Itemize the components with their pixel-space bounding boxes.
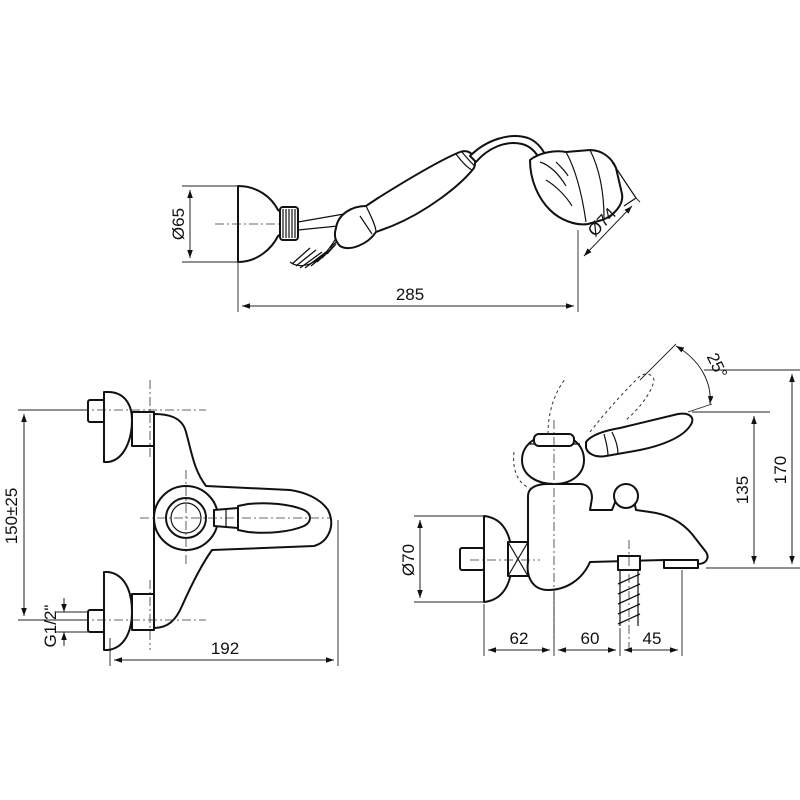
side-body <box>526 483 709 591</box>
inlet-centers-label: 150±25 <box>2 488 21 545</box>
hand-shower-view: Ø65 Ø74 285 <box>169 135 641 312</box>
inlet-thread-label: G1/2" <box>41 605 60 648</box>
side-inlet-stub <box>459 547 485 571</box>
front-width-label: 192 <box>211 639 239 658</box>
mixer-side-view: Ø70 62 60 45 135 170 25° <box>399 343 800 656</box>
side-lever <box>585 412 694 458</box>
lower-eccentric <box>131 593 155 631</box>
lever-height-label: 135 <box>733 476 752 504</box>
diverter-knob <box>613 483 639 509</box>
shower-handle <box>333 150 476 250</box>
depth-body-label: 62 <box>510 629 529 648</box>
hose-coil <box>291 239 339 269</box>
wall-cup-diameter-label: Ø65 <box>169 208 188 240</box>
hand-shower-length-label: 285 <box>396 285 424 304</box>
flange-diameter-label: Ø70 <box>399 544 418 576</box>
depth-mid-label: 60 <box>581 629 600 648</box>
depth-spout-label: 45 <box>643 629 662 648</box>
upper-eccentric <box>131 411 155 447</box>
total-height-label: 170 <box>771 456 790 484</box>
mixer-front-view: 150±25 G1/2" 192 <box>2 380 339 666</box>
lever-angle-label: 25° <box>703 350 731 381</box>
